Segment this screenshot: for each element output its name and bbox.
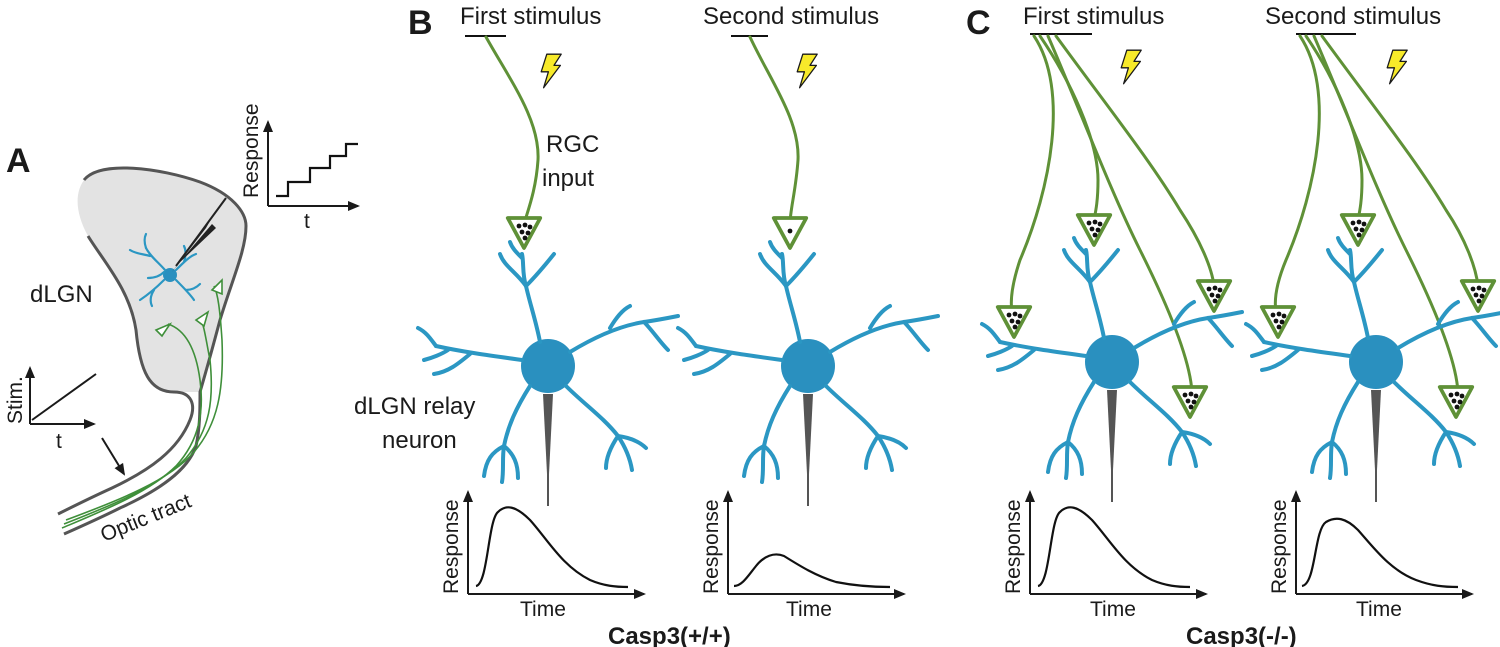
c-first-bouton-2 (1076, 213, 1112, 247)
c-second-relay-neuron (1244, 236, 1500, 504)
lightning-bolt-icon (1386, 49, 1408, 85)
b-second-circuit (676, 35, 940, 508)
b-second-relay-neuron (676, 240, 940, 508)
b-second-response-plot: Response Time (700, 490, 906, 621)
panel-b: B First stimulus Second stimulus RGC inp… (354, 3, 940, 647)
b-first-time-axis: Time (520, 598, 566, 621)
c-first-response-axis: Response (1002, 499, 1025, 594)
b-genotype-label: Casp3(+/+) (608, 623, 731, 647)
lightning-bolt-icon (1120, 49, 1142, 85)
rgc-label-line1: RGC (546, 131, 599, 158)
b-second-response-axis: Response (700, 499, 723, 594)
dlgn-region (77, 167, 246, 392)
c-first-circuit (980, 33, 1244, 504)
c-second-circuit (1244, 33, 1500, 504)
c-first-response-plot: Response Time (1002, 490, 1208, 621)
b-second-stimulus-label: Second stimulus (703, 3, 879, 30)
stim-axis-label: Stim. (4, 376, 27, 424)
b-second-time-axis: Time (786, 598, 832, 621)
c-first-bouton-3 (1196, 279, 1232, 313)
response-step-time-label: t (304, 210, 310, 233)
c-second-stimulus-label: Second stimulus (1265, 3, 1441, 30)
lightning-bolt-icon (796, 53, 818, 89)
panel-c: C First stimulus Second stimulus (966, 3, 1500, 647)
panel-a-neuron (128, 232, 202, 308)
b-first-stimulus-label: First stimulus (460, 3, 601, 30)
dlgn-outline (63, 166, 248, 536)
c-first-time-axis: Time (1090, 598, 1136, 621)
c-second-bouton-4 (1438, 385, 1474, 419)
c-second-time-axis: Time (1356, 598, 1402, 621)
b-first-response-plot: Response Time (440, 490, 646, 621)
c-second-bouton-3 (1460, 279, 1496, 313)
panel-letter-c: C (966, 4, 991, 42)
panel-letter-b: B (408, 4, 433, 42)
dlgn-label: dLGN (30, 281, 93, 308)
response-step-axes: Response t (240, 103, 360, 233)
stim-time-label: t (56, 430, 62, 453)
rgc-label-line2: input (542, 165, 594, 192)
optic-tract-label: Optic tract (97, 489, 194, 546)
panel-a: A dLGN (4, 103, 360, 547)
c-genotype-label: Casp3(-/-) (1186, 623, 1297, 647)
b-second-bouton (772, 216, 808, 250)
c-second-bouton-1 (1260, 305, 1296, 339)
panel-letter-a: A (6, 142, 31, 180)
c-first-bouton-1 (996, 305, 1032, 339)
c-first-stimulus-label: First stimulus (1023, 3, 1164, 30)
b-first-response-axis: Response (440, 499, 463, 594)
neuron-label-line1: dLGN relay (354, 393, 475, 420)
c-second-response-axis: Response (1268, 499, 1291, 594)
stim-axes: Stim. t (4, 366, 97, 453)
c-first-relay-neuron (980, 236, 1244, 504)
b-first-circuit (416, 35, 680, 508)
c-first-bouton-4 (1172, 385, 1208, 419)
b-first-relay-neuron (416, 240, 680, 508)
lightning-bolt-icon (540, 53, 562, 89)
c-second-bouton-2 (1340, 213, 1376, 247)
neuron-label-line2: neuron (382, 427, 457, 454)
c-second-response-plot: Response Time (1268, 490, 1474, 621)
response-step-axis-label: Response (240, 103, 263, 198)
